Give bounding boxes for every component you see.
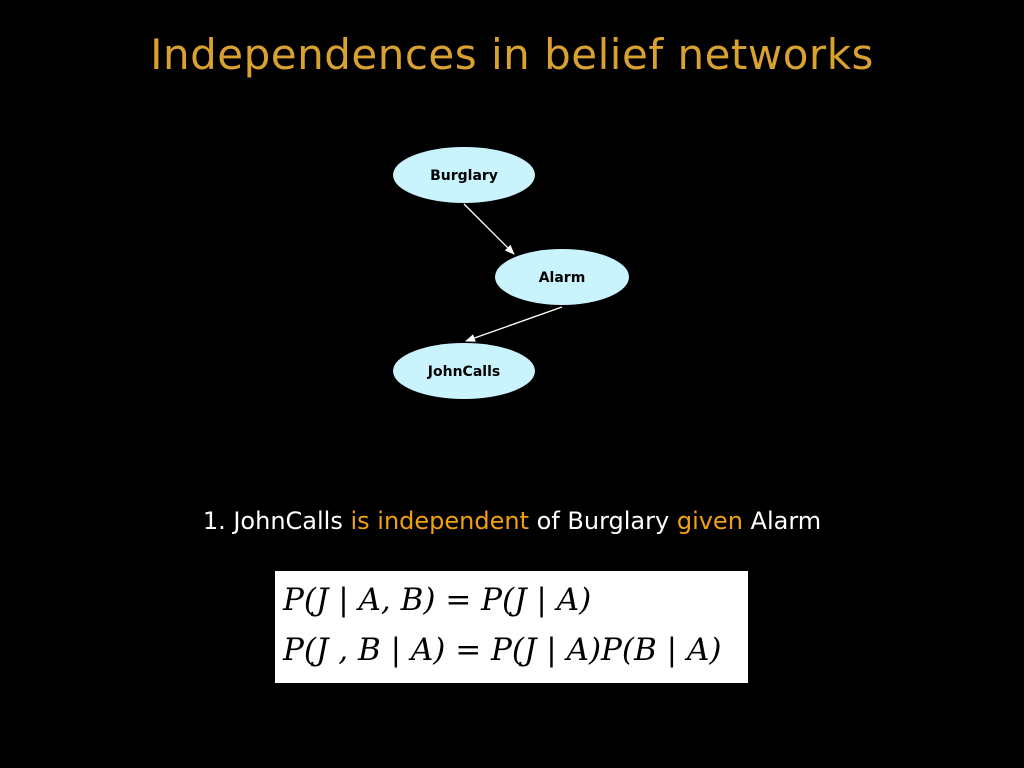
slide-title: Independences in belief networks [150, 30, 874, 79]
node-burglary: Burglary [393, 147, 535, 203]
node-johncalls: JohnCalls [393, 343, 535, 399]
formula-line-1: P(J | A, B) = P(J | A) [283, 582, 592, 618]
node-label-alarm: Alarm [539, 270, 586, 286]
edge-alarm-johncalls [465, 306, 563, 342]
statement-middle: of Burglary [529, 507, 677, 535]
node-alarm: Alarm [495, 249, 629, 305]
edge-burglary-alarm [463, 203, 515, 255]
node-label-johncalls: JohnCalls [427, 364, 500, 380]
statement-suffix: Alarm [742, 507, 822, 535]
statement-prefix: 1. JohnCalls [202, 507, 351, 535]
node-label-burglary: Burglary [430, 168, 498, 184]
formula-box: P(J | A, B) = P(J | A) P(J , B | A) = P(… [275, 571, 748, 683]
statement-given: given [676, 507, 743, 535]
formula-line-2: P(J , B | A) = P(J | A)P(B | A) [283, 632, 722, 668]
statement-is-independent: is independent [350, 507, 529, 535]
independence-statement: 1. JohnCalls is independent of Burglary … [0, 507, 1024, 535]
